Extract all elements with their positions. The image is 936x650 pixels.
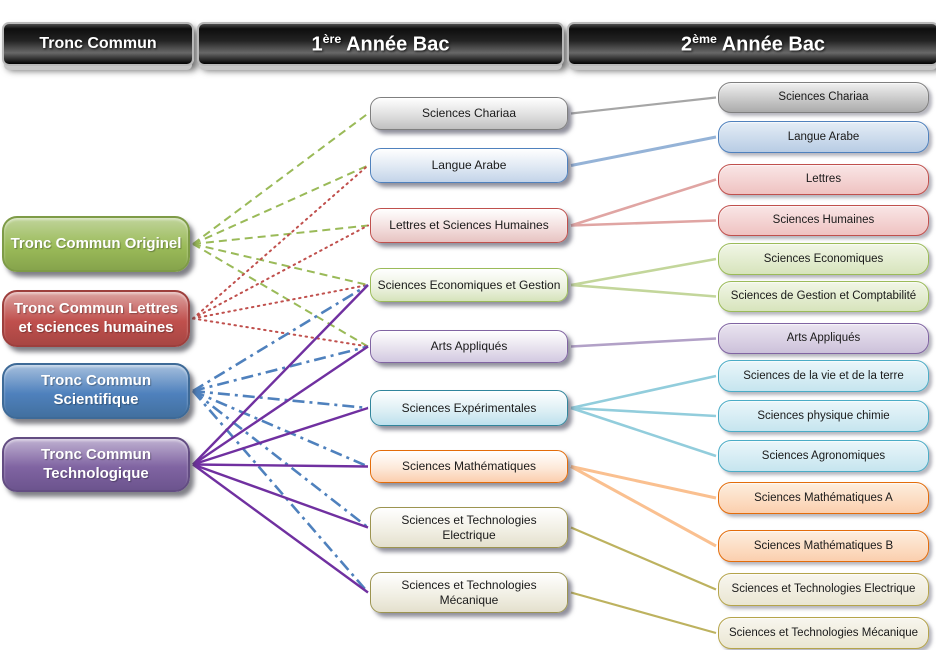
edge-tc-lettres-b1-lettres-sh	[192, 224, 369, 320]
node-label: Sciences Economiques et Gestion	[377, 277, 561, 292]
node-label: Tronc Commun Originel	[10, 234, 182, 252]
edge-b1-exp-b2-pc	[570, 406, 717, 418]
node-label: Sciences Mathématiques A	[754, 491, 893, 504]
header-label: Tronc Commun	[39, 35, 157, 52]
node-b2-math-a: Sciences Mathématiques A	[718, 482, 929, 514]
node-b1-eco-gestion: Sciences Economiques et Gestion	[370, 268, 568, 302]
node-b2-pc: Sciences physique chimie	[718, 400, 929, 432]
edge-b1-lettres-sh-b2-humaines	[570, 219, 717, 227]
node-label: Sciences Agronomiques	[761, 449, 886, 462]
node-label: Sciences et Technologies Mécanique	[728, 626, 919, 639]
node-b1-arts: Arts Appliqués	[370, 330, 568, 363]
edge-tc-scientifique-b1-eco-gestion	[192, 283, 369, 393]
edge-tc-scientifique-b1-math	[192, 389, 369, 468]
edge-b1-math-b2-math-a	[570, 465, 717, 500]
node-label: Sciences Chariaa	[778, 91, 869, 104]
edge-tc-scientifique-b1-exp	[192, 389, 369, 410]
header-label: 1ère Année Bac	[311, 31, 450, 56]
edge-b1-exp-b2-agro	[570, 406, 717, 458]
node-b2-gestion-compta: Sciences de Gestion et Comptabilité	[718, 281, 929, 312]
node-label: Lettres et Sciences Humaines	[389, 218, 549, 232]
edge-tc-scientifique-b1-elec	[192, 389, 369, 529]
node-label: Sciences et Technologies Electrique	[731, 583, 916, 596]
node-label: Sciences Chariaa	[421, 106, 517, 120]
node-label: Sciences Economiques	[763, 252, 884, 265]
node-label: Sciences Expérimentales	[401, 400, 537, 415]
edge-b1-elec-b2-elec	[570, 526, 717, 591]
edge-b1-arabe-b2-arabe	[570, 135, 717, 167]
edge-tc-technologique-b1-math	[192, 463, 369, 468]
node-b2-chariaa: Sciences Chariaa	[718, 82, 929, 113]
node-b2-elec: Sciences et Technologies Electrique	[718, 573, 929, 606]
edge-tc-technologique-b1-eco-gestion	[192, 284, 369, 466]
node-label: Sciences de la vie et de la terre	[743, 369, 904, 382]
node-b2-humaines: Sciences Humaines	[718, 205, 929, 236]
edge-tc-technologique-b1-arts	[192, 345, 369, 466]
edge-b1-chariaa-b2-chariaa	[570, 96, 717, 115]
edge-b1-exp-b2-svt	[570, 374, 717, 410]
header-1ere-annee-bac: 1ère Année Bac	[197, 22, 564, 66]
edge-b1-eco-gestion-b2-gestion-compta	[570, 283, 717, 298]
node-b2-svt: Sciences de la vie et de la terre	[718, 360, 929, 392]
edge-tc-technologique-b1-exp	[192, 406, 369, 466]
node-label: Arts Appliqués	[430, 339, 508, 353]
edge-tc-scientifique-b1-meca	[192, 390, 369, 594]
node-b1-lettres-sh: Lettres et Sciences Humaines	[370, 208, 568, 243]
node-b2-agro: Sciences Agronomiques	[718, 440, 929, 472]
edge-tc-originel-b1-arabe	[192, 164, 369, 245]
node-b1-arabe: Langue Arabe	[370, 148, 568, 183]
node-label: Sciences physique chimie	[757, 409, 890, 422]
node-label: Sciences Humaines	[772, 214, 875, 227]
edge-b1-math-b2-math-b	[570, 465, 717, 548]
node-label: Lettres	[805, 173, 842, 186]
edge-b1-eco-gestion-b2-eco	[570, 257, 717, 287]
edge-tc-lettres-b1-arts	[192, 317, 369, 348]
node-b2-eco: Sciences Economiques	[718, 243, 929, 275]
edge-tc-originel-b1-arts	[192, 243, 369, 348]
node-label: Langue Arabe	[431, 158, 507, 172]
node-label: Langue Arabe	[787, 130, 860, 143]
node-tc-originel: Tronc Commun Originel	[2, 216, 190, 272]
node-b1-exp: Sciences Expérimentales	[370, 390, 568, 426]
edge-tc-originel-b1-eco-gestion	[192, 243, 369, 286]
edge-tc-technologique-b1-meca	[192, 463, 369, 594]
node-b1-math: Sciences Mathématiques	[370, 450, 568, 483]
edge-tc-lettres-b1-arabe	[192, 164, 369, 320]
node-label: Arts Appliqués	[786, 332, 861, 345]
node-b1-chariaa: Sciences Chariaa	[370, 97, 568, 130]
edge-b1-arts-b2-arts	[570, 337, 717, 348]
edge-tc-lettres-b1-eco-gestion	[192, 284, 369, 320]
header-tronc-commun: Tronc Commun	[2, 22, 194, 66]
node-b2-meca: Sciences et Technologies Mécanique	[718, 617, 929, 649]
node-b2-lettres: Lettres	[718, 164, 929, 195]
edge-tc-scientifique-b1-arts	[192, 345, 369, 393]
node-b2-math-b: Sciences Mathématiques B	[718, 530, 929, 562]
node-b2-arts: Arts Appliqués	[718, 323, 929, 354]
edge-tc-technologique-b1-elec	[192, 463, 369, 529]
header-2eme-annee-bac: 2ème Année Bac	[567, 22, 936, 66]
node-label: Sciences de Gestion et Comptabilité	[730, 290, 917, 303]
node-b2-arabe: Langue Arabe	[718, 121, 929, 153]
node-label: Sciences Mathématiques	[401, 459, 537, 473]
edge-tc-originel-b1-lettres-sh	[192, 224, 369, 245]
edge-tc-originel-b1-chariaa	[192, 112, 369, 245]
header-label: 2ème Année Bac	[680, 31, 826, 56]
edge-b1-lettres-sh-b2-lettres	[570, 178, 717, 227]
edge-b1-meca-b2-meca	[570, 591, 717, 635]
node-label: Sciences Mathématiques B	[753, 539, 894, 552]
